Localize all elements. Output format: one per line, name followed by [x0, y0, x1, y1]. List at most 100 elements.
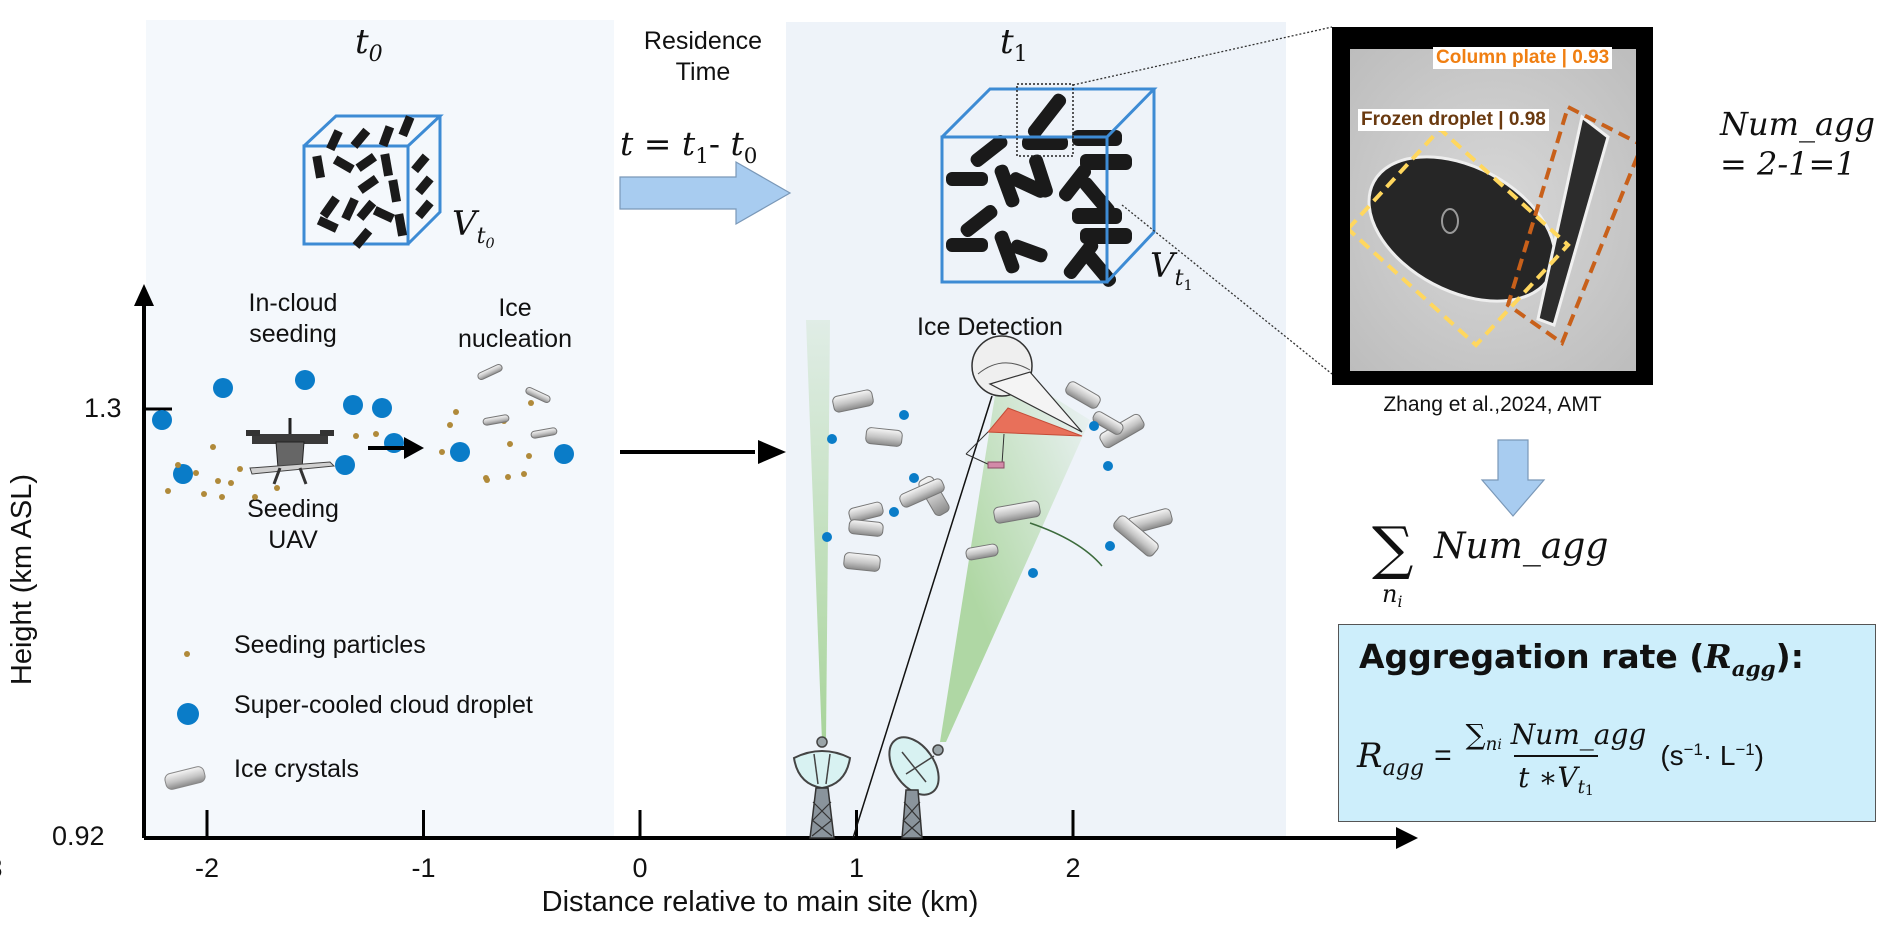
seeding-particle: [215, 478, 221, 484]
down-arrow-icon: [1480, 439, 1546, 517]
residence-time-title: Residence Time: [628, 26, 778, 89]
t0-volume-base: V: [452, 204, 477, 244]
seeding-particle: [219, 494, 225, 500]
numerator: ∑ni Num_agg: [1462, 718, 1651, 755]
t0-volume-sub: t: [476, 222, 486, 249]
uav-line1: Seeding: [247, 495, 339, 523]
cloud-droplet: [343, 395, 363, 415]
y-axis-arrowhead: [134, 284, 154, 306]
legend-ice-crystal-icon: [164, 766, 206, 790]
eq-t1-base: t: [681, 124, 696, 163]
aggregation-rate-equation: Ragg = ∑ni Num_agg t ∗Vt1 (s−1· L−1): [1357, 711, 1764, 801]
title-end: ):: [1775, 637, 1804, 676]
x-axis-label: Distance relative to main site (km): [541, 886, 979, 918]
nucleation-line2: nucleation: [458, 325, 572, 354]
sum-index-base: n: [1382, 580, 1398, 608]
cloud-droplet: [1089, 421, 1099, 431]
cube-top-face: [940, 87, 1158, 139]
frozen-droplet-label: Frozen droplet: [1361, 109, 1493, 130]
seeding-to-nucleation-arrow-icon: [368, 437, 424, 459]
tether-line: [852, 395, 993, 839]
seeding-particle: [484, 477, 490, 483]
cube-top-face: [302, 114, 444, 148]
ice-crystal: [1065, 381, 1101, 409]
lhs-base: R: [1357, 736, 1383, 776]
denominator-v-subsub: 1: [1584, 783, 1594, 800]
ice-crystal: [832, 389, 874, 413]
scanning-radar-beam: [940, 364, 1090, 742]
cloud-droplet: [1105, 541, 1115, 551]
seeding-particle: [175, 462, 181, 468]
t0-label: t0: [355, 22, 383, 67]
cloud-droplet: [899, 410, 909, 420]
denominator-t: t: [1518, 761, 1530, 794]
units-close: ): [1754, 740, 1764, 771]
units-mid: · L: [1702, 740, 1736, 771]
detection-image-frame: Column plate | 0.93 Frozen droplet | 0.9…: [1332, 27, 1653, 385]
lhs: Ragg: [1357, 736, 1424, 781]
num-agg-annotation: Num_agg = 2-1=1: [1720, 104, 1875, 184]
cloud-droplet: [822, 532, 832, 542]
ice-crystal: [482, 414, 510, 426]
t1-volume-sub-wrap: t1: [1175, 265, 1193, 294]
denominator-v-sub: t: [1577, 777, 1585, 799]
cloud-droplet: [554, 444, 574, 464]
t1-label: t1: [1000, 22, 1028, 67]
ice-nucleation-label: Ice nucleation: [440, 293, 590, 356]
aggregation-rate-title: Aggregation rate (Ragg):: [1359, 637, 1804, 682]
t0-panel-background: [146, 20, 614, 838]
seeding-particle: [252, 494, 258, 500]
in-cloud-line1: In-cloud: [248, 289, 338, 317]
ice-crystal: [525, 386, 551, 404]
cloud-droplet: [295, 370, 315, 390]
ice-crystal: [1113, 515, 1159, 557]
seeding-particle: [526, 453, 532, 459]
x-tick-label: 1: [848, 853, 865, 883]
title-var-base: R: [1704, 637, 1732, 676]
lhs-sub: agg: [1382, 754, 1425, 781]
denominator-star: ∗: [1538, 761, 1558, 794]
x-tick-label: -2: [194, 853, 219, 883]
cloud-droplet: [152, 410, 172, 430]
cloud-droplet: [1103, 461, 1113, 471]
cloud-droplet: [1028, 568, 1038, 578]
seeding-particle: [228, 480, 234, 486]
column-plate-particle: [1536, 114, 1610, 327]
vertical-radar-beam: [806, 320, 830, 742]
units-exp2: −1: [1735, 739, 1755, 759]
frozen-droplet-bbox: [1350, 126, 1571, 348]
cloud-droplet: [372, 398, 392, 418]
t1-volume-label: Vt1: [1150, 246, 1193, 294]
ice-crystal: [477, 363, 503, 381]
t0-volume-subsub: 0: [485, 235, 495, 252]
residence-arrow-icon: [619, 160, 792, 226]
ice-crystal: [843, 552, 881, 572]
eq-minus: -: [708, 124, 720, 163]
legend-droplet-icon: [177, 703, 199, 725]
detection-micrograph: [1350, 49, 1636, 371]
cloud-droplet: [889, 507, 899, 517]
numerator-sub-base: n: [1485, 734, 1498, 756]
units: (s−1· L−1): [1660, 740, 1764, 772]
eq-t0-base: t: [730, 124, 744, 163]
seeding-particle: [210, 444, 216, 450]
eq-t0-sub: 0: [743, 143, 758, 169]
frozen-droplet-score: 0.98: [1508, 109, 1546, 130]
units-open: (s: [1660, 740, 1684, 771]
t0-volume-label: Vt0: [452, 204, 495, 252]
ice-crystal: [993, 500, 1041, 524]
seeding-particle: [274, 485, 280, 491]
frozen-droplet-separator: |: [1498, 109, 1504, 130]
scanning-radar-icon: [888, 736, 944, 839]
column-plate-score: 0.93: [1572, 47, 1610, 68]
cloud-droplet: [213, 378, 233, 398]
uav-line2: UAV: [268, 526, 318, 555]
ice-crystal: [848, 519, 884, 537]
uav-drone-icon: [246, 418, 336, 485]
numerator-sigma: ∑: [1465, 718, 1486, 751]
detection-droplets: [822, 410, 1115, 578]
ice-detection-title: Ice Detection: [917, 313, 1063, 341]
seeding-particle: [528, 400, 534, 406]
